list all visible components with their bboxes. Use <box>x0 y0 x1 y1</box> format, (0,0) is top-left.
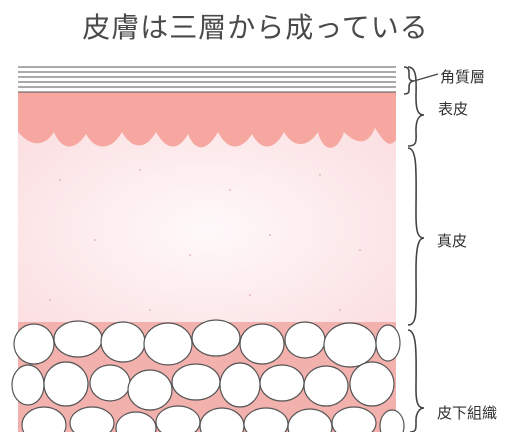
diagram-title: 皮膚は三層から成っている <box>82 11 429 44</box>
label-dermis: 真皮 <box>437 232 468 250</box>
stratum-corneum <box>18 66 396 93</box>
label-subcutaneous-tissue: 皮下組織 <box>437 404 498 422</box>
label-stratum-corneum: 角質層 <box>440 68 486 86</box>
brace-subcutis <box>407 329 425 432</box>
corneum-leader-line <box>413 73 439 82</box>
epidermis-layer <box>18 92 396 148</box>
brace-corneum <box>403 66 415 95</box>
dermis-layer <box>18 120 396 340</box>
brace-epidermis <box>407 66 425 147</box>
fat-cells <box>11 319 405 432</box>
brace-dermis <box>407 147 425 326</box>
layer-braces <box>403 66 425 432</box>
label-epidermis: 表皮 <box>438 100 469 118</box>
dermis-speckles <box>49 169 361 311</box>
